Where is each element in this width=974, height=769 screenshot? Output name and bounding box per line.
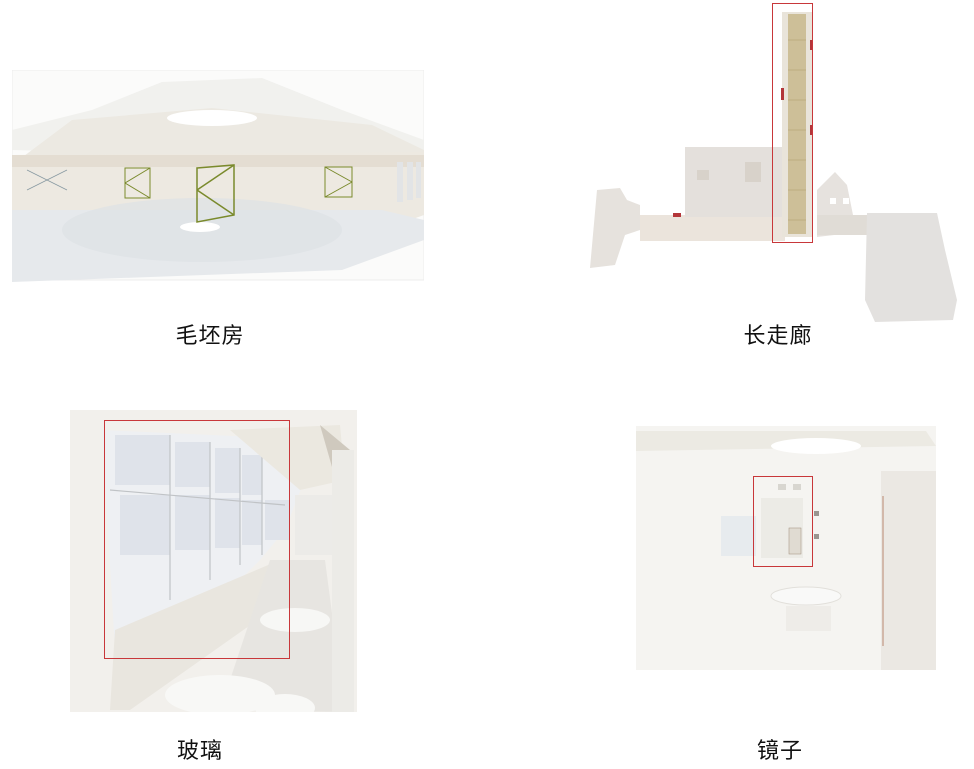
point-cloud-corridor-image (590, 12, 957, 322)
caption-mirror: 镜子 (756, 739, 803, 764)
caption-glass: 玻璃 (176, 739, 223, 764)
highlight-box-corridor (772, 3, 813, 243)
panel-rough-room (12, 70, 424, 282)
panel-long-corridor (585, 0, 974, 330)
caption-long-corridor: 长走廊 (743, 324, 813, 349)
highlight-box-mirror (753, 476, 813, 567)
panel-glass (70, 410, 357, 712)
caption-rough-room: 毛坯房 (175, 324, 245, 349)
point-cloud-mirror-image (636, 426, 936, 670)
highlight-box-glass (104, 420, 290, 659)
panel-mirror (636, 426, 936, 670)
point-cloud-glass-image (70, 410, 357, 712)
point-cloud-rough-room-image (12, 70, 424, 282)
